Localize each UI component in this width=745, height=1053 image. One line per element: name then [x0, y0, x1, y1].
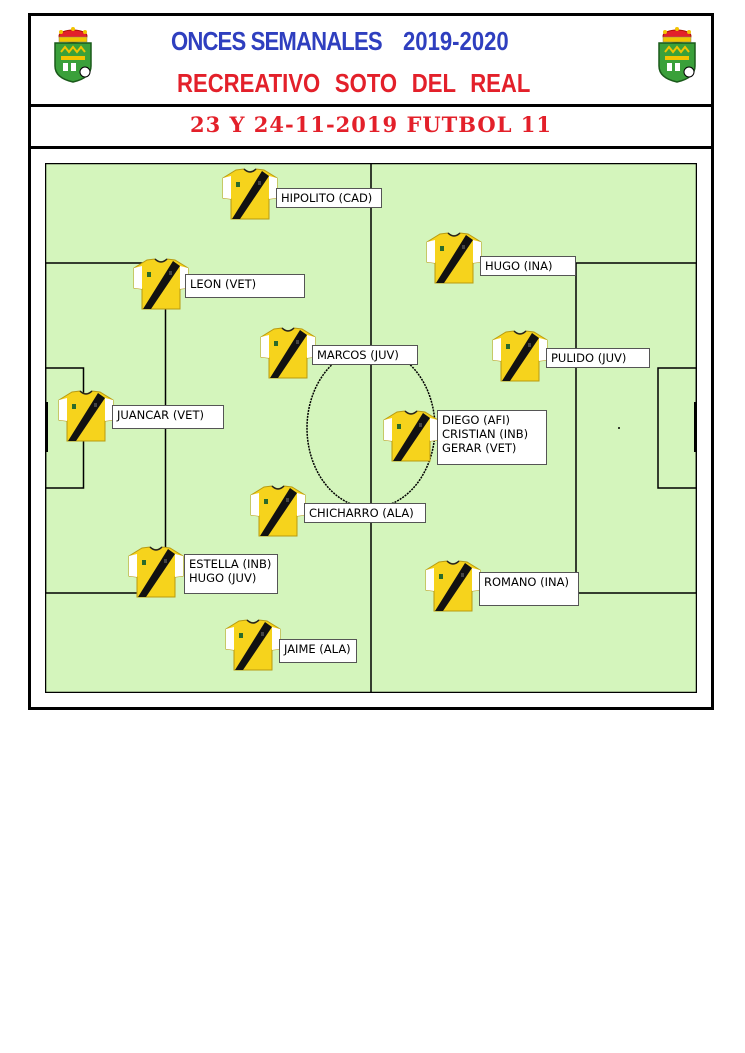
- player-label: DIEGO (AFI)CRISTIAN (INB)GERAR (VET): [437, 410, 547, 465]
- shirt-icon: [425, 560, 481, 612]
- season-label: 2019-2020: [403, 26, 509, 56]
- shirt-icon: [58, 390, 114, 442]
- player-label: ESTELLA (INB)HUGO (JUV): [184, 554, 278, 594]
- player-label: PULIDO (JUV): [546, 348, 650, 368]
- shirt-icon: [426, 232, 482, 284]
- shirt-icon: [383, 410, 439, 462]
- shirt-icon: [250, 485, 306, 537]
- player-label: JAIME (ALA): [279, 639, 357, 663]
- player-label: CHICHARRO (ALA): [304, 503, 426, 523]
- shirt-icon: [222, 168, 278, 220]
- match-date: 23 Y 24-11-2019 FUTBOL 11: [189, 112, 553, 137]
- player-label: ROMANO (INA): [479, 572, 579, 606]
- shirt-icon: [133, 258, 189, 310]
- match-info-bar: 23 Y 24-11-2019 FUTBOL 11: [31, 104, 711, 149]
- header: ONCES SEMANALES 2019-2020 RECREATIVO SOT…: [31, 16, 711, 107]
- club-crest-icon: [651, 26, 703, 92]
- club-crest-icon: [47, 26, 99, 92]
- shirt-icon: [128, 546, 184, 598]
- page-title: ONCES SEMANALES: [171, 26, 383, 56]
- shirt-icon: [492, 330, 548, 382]
- player-label: LEON (VET): [185, 274, 305, 298]
- player-label: HIPOLITO (CAD): [276, 188, 382, 208]
- club-name: RECREATIVO SOTO DEL REAL: [177, 68, 531, 98]
- player-label: HUGO (INA): [480, 256, 576, 276]
- shirt-icon: [225, 619, 281, 671]
- shirt-icon: [260, 327, 316, 379]
- player-label: MARCOS (JUV): [312, 345, 418, 365]
- player-label: JUANCAR (VET): [112, 405, 224, 429]
